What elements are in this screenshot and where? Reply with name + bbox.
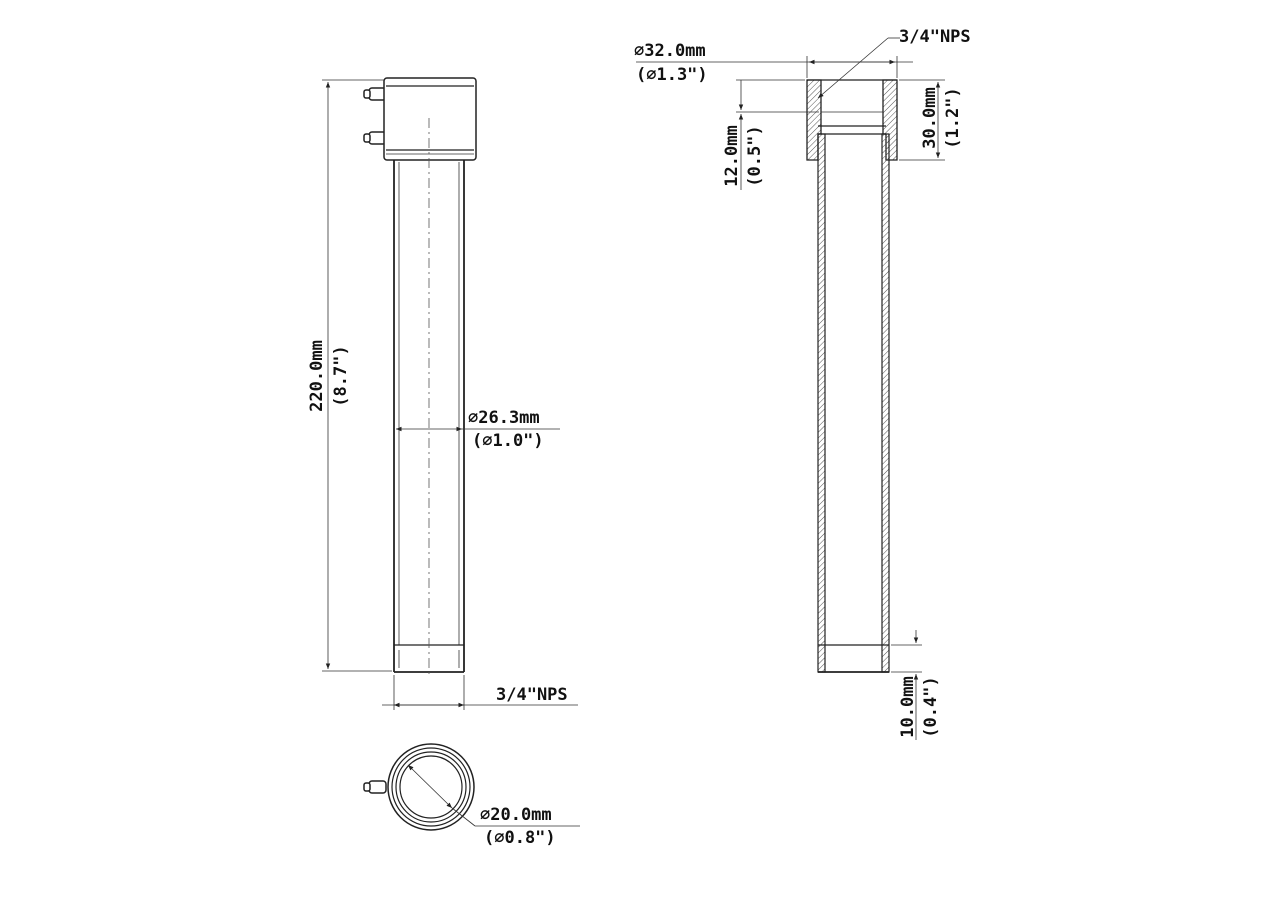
front-thread-label: 3/4"NPS: [496, 685, 568, 705]
section-pipe: [817, 133, 890, 673]
bottom-thread-mm-label: 10.0mm: [898, 676, 918, 737]
collar: [383, 77, 477, 161]
thread-depth-dimension: 12.0mm (0.5"): [722, 79, 819, 190]
section-outer-diameter-in-label: (∅1.3"): [636, 65, 708, 85]
bottom-thread-dimension: 10.0mm (0.4"): [891, 630, 941, 740]
front-thread-dimension: 3/4"NPS: [382, 675, 578, 710]
pipe-body: [393, 118, 465, 675]
end-diameter-mm-label: ∅20.0mm: [480, 805, 552, 825]
set-screw-bottom: [363, 131, 387, 145]
collar-height-mm-label: 30.0mm: [920, 87, 940, 148]
end-view: ∅20.0mm (∅0.8"): [363, 743, 580, 848]
length-in-label: (8.7"): [331, 345, 351, 406]
set-screw-top: [363, 87, 387, 101]
end-diameter-in-label: (∅0.8"): [484, 828, 556, 848]
section-outer-diameter-mm-label: ∅32.0mm: [634, 41, 706, 61]
thread-depth-mm-label: 12.0mm: [722, 125, 742, 186]
collar-height-in-label: (1.2"): [943, 87, 963, 148]
pipe-diameter-in-label: (∅1.0"): [472, 431, 544, 451]
section-thread-label: 3/4"NPS: [899, 27, 971, 47]
section-view: ∅32.0mm (∅1.3") 3/4"NPS 30.0mm (1.2") 12…: [634, 27, 971, 740]
end-set-screw: [363, 780, 387, 794]
pipe-diameter-mm-label: ∅26.3mm: [468, 408, 540, 428]
section-thread-callout: 3/4"NPS: [817, 27, 971, 99]
thread-depth-in-label: (0.5"): [745, 125, 765, 186]
end-inner-circle: [399, 755, 463, 819]
pipe-diameter-dimension: ∅26.3mm (∅1.0"): [396, 408, 560, 451]
length-mm-label: 220.0mm: [307, 340, 327, 412]
collar-height-dimension: 30.0mm (1.2"): [899, 79, 963, 161]
bottom-thread-in-label: (0.4"): [921, 676, 941, 737]
length-dimension: 220.0mm (8.7"): [307, 79, 392, 672]
section-outer-diameter-dimension: ∅32.0mm (∅1.3"): [634, 41, 913, 85]
front-view: 220.0mm (8.7") ∅26.3mm (∅1.0") 3/4"NPS: [307, 77, 578, 710]
